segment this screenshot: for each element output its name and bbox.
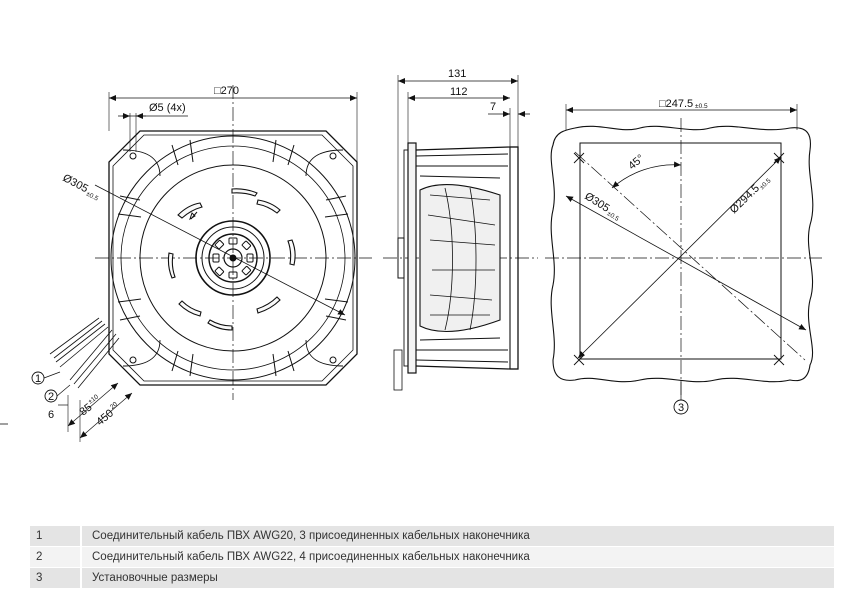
dim-width-270: □270 bbox=[214, 85, 239, 97]
legend-table: 1 Соединительный кабель ПВХ AWG20, 3 при… bbox=[30, 525, 834, 588]
dim-mount-294: Ø294.5 bbox=[728, 182, 762, 216]
motor-hub-slots bbox=[212, 237, 254, 279]
table-row: 2 Соединительный кабель ПВХ AWG22, 4 при… bbox=[30, 546, 834, 568]
table-row: 1 Соединительный кабель ПВХ AWG20, 3 при… bbox=[30, 525, 834, 547]
mount-hole-markers bbox=[573, 152, 785, 366]
legend-text: Установочные размеры bbox=[80, 567, 834, 588]
housing-strut bbox=[272, 350, 295, 377]
dim-mount-angle: 45° bbox=[626, 152, 646, 172]
motor-hub-center bbox=[223, 248, 243, 268]
mounting-hole bbox=[129, 356, 137, 364]
dim-holes: Ø5 (4x) bbox=[149, 102, 186, 114]
dim-cable-6: 6 bbox=[48, 409, 54, 421]
dim-mount-247: □247.5 bbox=[659, 98, 693, 110]
table-row: 3 Установочные размеры bbox=[30, 567, 834, 588]
mounting-hole bbox=[329, 356, 337, 364]
dim-cable-85-tolerance: ±10 bbox=[87, 393, 100, 405]
mounting-hole bbox=[129, 152, 137, 160]
dim-impeller-305: Ø305 bbox=[61, 172, 90, 195]
cable-dim-450 bbox=[79, 392, 133, 439]
housing-inner-outline bbox=[112, 134, 354, 382]
corner-web bbox=[305, 149, 344, 177]
housing-strut bbox=[117, 298, 142, 321]
rotation-arrow-icon bbox=[189, 211, 198, 221]
callout-1: 1 bbox=[35, 373, 41, 385]
dim-mount-294-tolerance: ±0.5 bbox=[759, 177, 773, 191]
housing-ring-mid bbox=[120, 145, 346, 371]
legend-text: Соединительный кабель ПВХ AWG22, 4 присо… bbox=[80, 546, 834, 568]
callout-3: 3 bbox=[678, 402, 684, 414]
callout-2: 2 bbox=[48, 391, 54, 403]
dim-mount-305: Ø305 bbox=[582, 190, 611, 214]
motor-hub-outer bbox=[195, 220, 271, 296]
callout-3-circle bbox=[673, 399, 689, 415]
legend-text: Соединительный кабель ПВХ AWG20, 3 присо… bbox=[80, 525, 834, 547]
side-bracket bbox=[397, 237, 405, 279]
legend-number: 3 bbox=[30, 567, 81, 588]
dim-side-131: 131 bbox=[448, 68, 466, 80]
housing-strut bbox=[324, 298, 349, 321]
corner-web bbox=[305, 339, 344, 367]
housing-strut bbox=[272, 139, 295, 166]
motor-hub-rotor bbox=[208, 233, 258, 283]
dim-mount-305-tolerance: ±0.5 bbox=[606, 210, 621, 223]
corner-web bbox=[122, 339, 161, 367]
mount-cutout-outline bbox=[550, 125, 814, 383]
side-impeller bbox=[419, 184, 501, 332]
housing-strut bbox=[117, 195, 142, 218]
dim-side-7: 7 bbox=[490, 101, 496, 113]
dim-cable-450-tolerance: 20 bbox=[109, 401, 119, 411]
connection-cables bbox=[49, 317, 120, 389]
side-view bbox=[383, 75, 538, 391]
impeller-blades bbox=[167, 188, 296, 331]
side-flange bbox=[407, 142, 417, 374]
mount-diameter-305-line bbox=[565, 195, 807, 331]
mounting-hole bbox=[329, 152, 337, 160]
mount-view bbox=[545, 104, 822, 415]
corner-web bbox=[122, 149, 161, 177]
motor-hub-ring bbox=[201, 226, 265, 290]
dim-mount-247-tolerance: ±0.5 bbox=[695, 103, 708, 110]
housing-ring-inner bbox=[139, 164, 327, 352]
front-view bbox=[31, 85, 372, 442]
housing-outline bbox=[108, 130, 358, 386]
dim-side-112: 112 bbox=[450, 86, 468, 98]
dim-impeller-tolerance: ±0.5 bbox=[85, 190, 100, 202]
legend-number: 1 bbox=[30, 525, 81, 547]
dim-cable-85: 85 bbox=[77, 401, 94, 418]
mount-angle-arc bbox=[611, 161, 682, 189]
legend-number: 2 bbox=[30, 546, 81, 568]
housing-ring-outer bbox=[110, 135, 356, 381]
housing-strut bbox=[171, 350, 194, 377]
technical-drawing: □270 Ø5 (4x) Ø305 ±0.5 1 2 6 85 ±10 450 … bbox=[0, 68, 822, 442]
housing-strut bbox=[171, 139, 194, 166]
impeller-diameter-line bbox=[94, 184, 346, 316]
housing-strut bbox=[324, 195, 349, 218]
side-rear-plate bbox=[509, 146, 519, 370]
